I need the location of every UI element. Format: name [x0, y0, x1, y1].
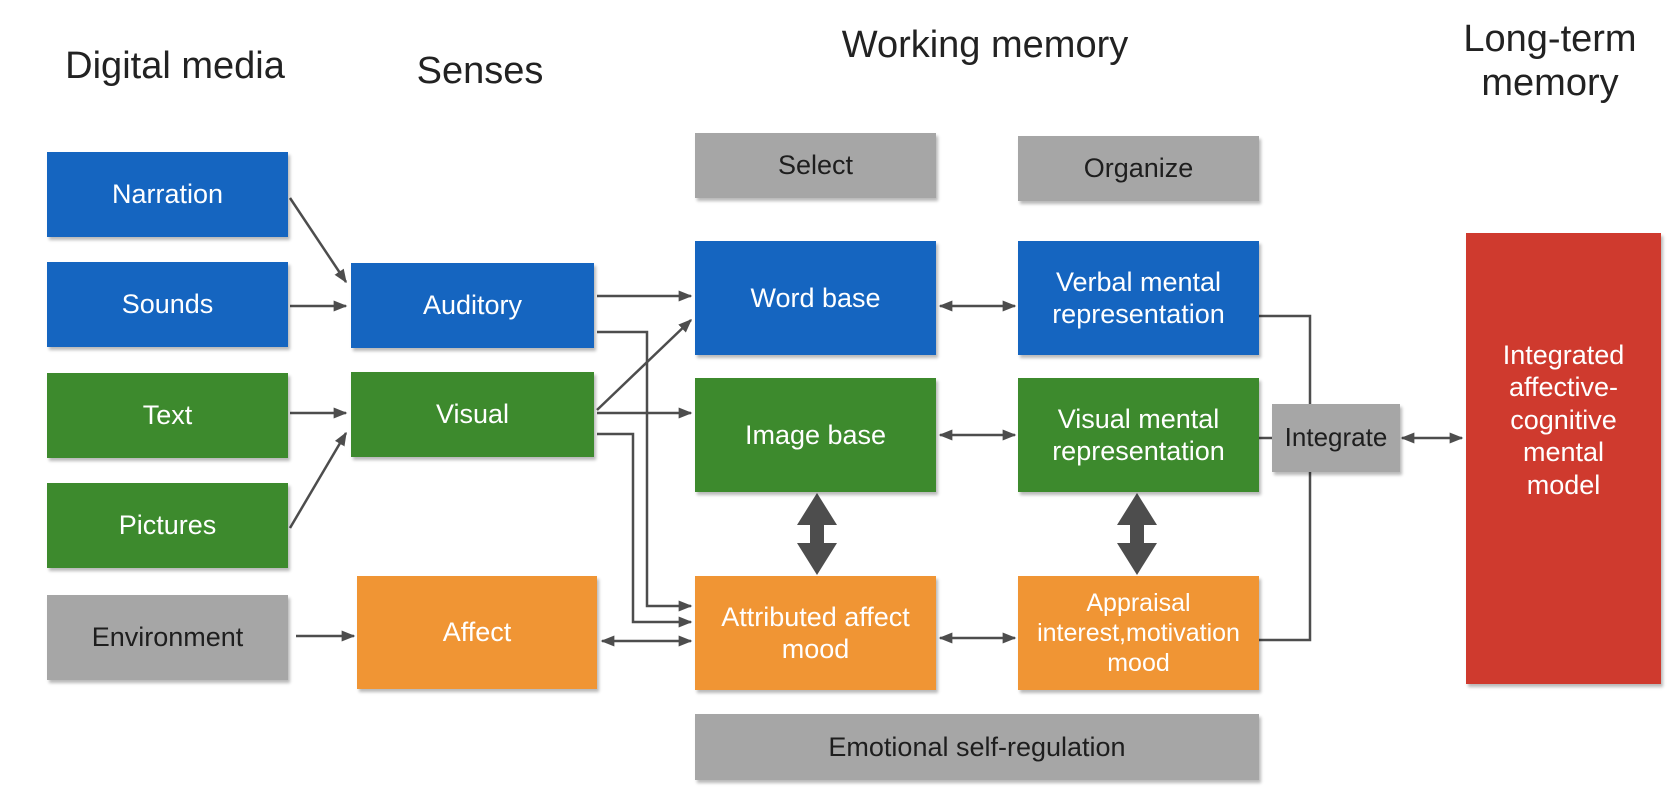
box-text: Text — [47, 373, 288, 458]
box-emotional-self-regulation: Emotional self-regulation — [695, 714, 1259, 780]
box-environment: Environment — [47, 595, 288, 680]
box-word-base: Word base — [695, 241, 936, 355]
box-pictures: Pictures — [47, 483, 288, 568]
header-senses: Senses — [416, 50, 544, 92]
header-long-term-memory: Long-term memory — [1463, 18, 1637, 104]
line-verbal-integrate — [1257, 314, 1312, 642]
box-integrate: Integrate — [1272, 404, 1400, 472]
box-narration: Narration — [47, 152, 288, 237]
box-integrated-mental-model: Integrated affective- cognitive mental m… — [1466, 233, 1661, 684]
box-image-base: Image base — [695, 378, 936, 492]
header-working-memory: Working memory — [841, 24, 1129, 66]
header-digital-media: Digital media — [65, 45, 285, 87]
box-verbal-mental-representation: Verbal mental representation — [1018, 241, 1259, 355]
box-organize: Organize — [1018, 136, 1259, 201]
box-auditory: Auditory — [351, 263, 594, 348]
box-visual: Visual — [351, 372, 594, 457]
box-affect: Affect — [357, 576, 597, 689]
box-appraisal: Appraisal interest,motivation mood — [1018, 576, 1259, 690]
arrow-auditory-attributed — [597, 330, 693, 612]
box-sounds: Sounds — [47, 262, 288, 347]
arrow-narration-auditory — [288, 197, 348, 284]
double-arrow-visualrep-appraisal — [1117, 493, 1157, 575]
box-attributed-affect: Attributed affect mood — [695, 576, 936, 690]
box-visual-mental-representation: Visual mental representation — [1018, 378, 1259, 492]
arrow-pictures-visual — [288, 431, 348, 529]
box-select: Select — [695, 133, 936, 198]
double-arrow-imagebase-attributed — [797, 493, 837, 575]
arrow-visual-attributed — [597, 432, 693, 628]
arrow-visual-wordbase — [596, 319, 692, 411]
